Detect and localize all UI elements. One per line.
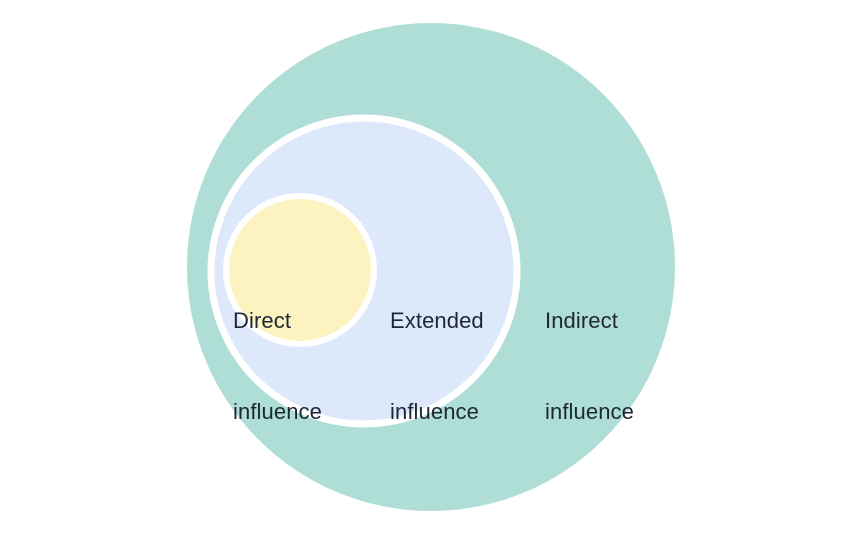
extended-influence-label-line-2: influence <box>390 398 479 424</box>
direct-influence-label-line-1: Direct <box>233 307 292 333</box>
indirect-influence-label: Indirect influence <box>545 245 634 488</box>
direct-influence-circle <box>223 193 377 347</box>
extended-influence-label-line-1: Extended <box>390 307 484 333</box>
direct-influence-label: Direct influence <box>233 245 322 488</box>
indirect-influence-label-line-2: influence <box>545 398 634 424</box>
direct-influence-label-line-2: influence <box>233 398 322 424</box>
indirect-influence-label-line-1: Indirect <box>545 307 618 333</box>
extended-influence-label: Extended influence <box>390 245 484 488</box>
